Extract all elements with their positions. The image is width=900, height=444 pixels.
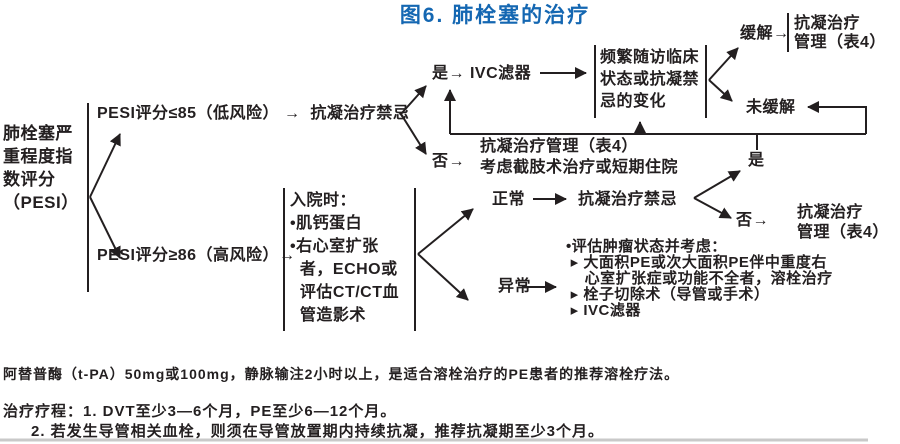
yes-label-lower: 是 xyxy=(748,152,765,169)
low-risk-branch: PESI评分≤85（低风险） → 抗凝治疗禁忌 xyxy=(97,105,410,122)
pesi-score-label: 肺栓塞严 重程度指 数评分 （PESI） xyxy=(3,124,79,212)
figure-title: 图6. 肺栓塞的治疗 xyxy=(399,4,591,27)
footnote-duration-1: 治疗疗程：1. DVT至少3—6个月，PE至少6—12个月。 xyxy=(3,403,397,420)
not-relieved-label: 未缓解 xyxy=(746,99,796,116)
no-upper-result: 抗凝治疗管理（表4） 考虑截肢术治疗或短期住院 xyxy=(480,138,679,176)
normal-result: 抗凝治疗禁忌 xyxy=(578,191,678,208)
normal-label: 正常 xyxy=(492,191,526,208)
relieved-label: 缓解→ xyxy=(740,25,790,42)
footnote-tpa: 阿替普酶（t-PA）50mg或100mg，静脉输注2小时以上，是适合溶栓治疗的P… xyxy=(3,366,680,382)
no-label-upper: 否→ xyxy=(432,153,466,170)
anticoag-management-box-top: 抗凝治疗 管理（表4） xyxy=(794,15,886,51)
abnormal-considerations-list: •评估肿瘤状态并考虑： ▸ 大面积PE或次大面积PE伴中重度右 心室扩张症或功能… xyxy=(566,238,833,319)
frequent-followup-box: 频繁随访临床状态或抗凝禁忌的变化 xyxy=(600,49,700,110)
footnote-duration-2: 2. 若发生导管相关血栓，则须在导管放置期内持续抗凝，推荐抗凝期至少3个月。 xyxy=(31,423,605,440)
yes-ivc-filter-label: 是→ IVC滤器 xyxy=(432,65,532,82)
abnormal-label: 异常 xyxy=(498,278,532,295)
no-label-lower: 否→ xyxy=(736,212,770,229)
high-risk-branch: PESI评分≥86（高风险）→ xyxy=(97,247,296,264)
admission-box: 入院时： •肌钙蛋白 •右心室扩张 者，ECHO或 评估CT/CT血 管造影术 xyxy=(290,192,399,324)
anticoag-management-box-lower: 抗凝治疗 管理（表4） xyxy=(797,204,889,241)
